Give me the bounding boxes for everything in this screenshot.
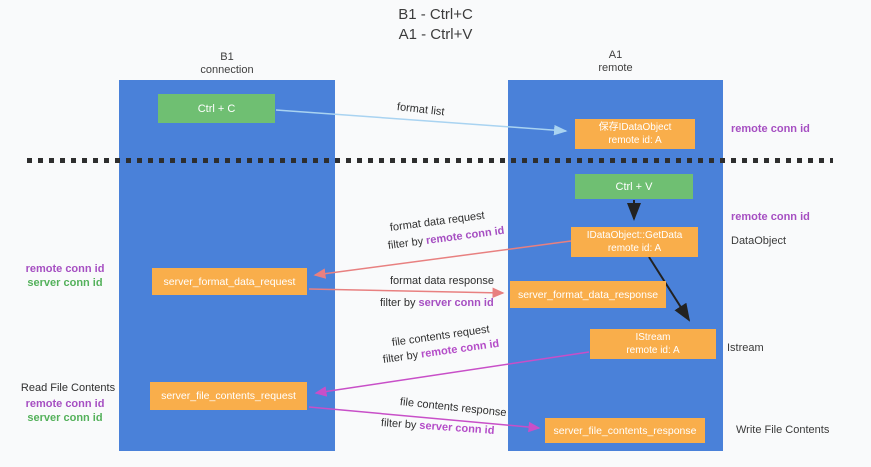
arrow-file-contents-request bbox=[314, 351, 590, 397]
server-file-contents-request-label: server_file_contents_request bbox=[161, 390, 296, 402]
left-file-conn-id-group: remote conn id server conn id bbox=[15, 397, 115, 425]
filter-by-text: filter by bbox=[380, 297, 416, 309]
right-column-role: remote bbox=[598, 62, 633, 74]
ctrl-v-box: Ctrl + V bbox=[575, 174, 693, 199]
left-file-remote-conn-id: remote conn id bbox=[25, 398, 105, 410]
server-format-data-response-box: server_format_data_response bbox=[510, 281, 666, 308]
istream-line1: IStream bbox=[635, 332, 671, 343]
write-file-contents-label: Write File Contents bbox=[736, 424, 830, 436]
istream-box: IStream remote id: A bbox=[590, 329, 716, 359]
ctrl-v-label: Ctrl + V bbox=[615, 180, 653, 193]
ctrl-c-box: Ctrl + C bbox=[158, 94, 275, 123]
save-dataobject-line1: 保存IDataObject bbox=[598, 122, 672, 133]
arrow-getdata-to-istream bbox=[648, 256, 691, 322]
istream-side-label: Istream bbox=[727, 342, 764, 354]
save-dataobject-box: 保存IDataObject remote id: A bbox=[575, 119, 695, 149]
left-format-conn-id-group: remote conn id server conn id bbox=[15, 262, 115, 290]
filter-by-text: filter by bbox=[380, 417, 417, 432]
format-data-response-label: format data response bbox=[390, 275, 494, 287]
arrow-format-list bbox=[275, 109, 568, 136]
phase-separator-dashed-line bbox=[27, 158, 833, 163]
arrow-format-data-request bbox=[313, 240, 572, 279]
left-format-server-conn-id: server conn id bbox=[27, 277, 103, 289]
istream-line2: remote id: A bbox=[626, 345, 680, 356]
server-format-data-request-box: server_format_data_request bbox=[152, 268, 307, 295]
arrow-file-contents-response bbox=[308, 406, 541, 433]
right-remote-conn-id-mid: remote conn id bbox=[731, 211, 810, 223]
read-file-contents-label: Read File Contents bbox=[20, 382, 116, 394]
server-format-data-request-label: server_format_data_request bbox=[163, 275, 296, 288]
arrow-format-data-response bbox=[308, 287, 505, 299]
getdata-box: IDataObject::GetData remote id: A bbox=[571, 227, 698, 257]
getdata-line1: IDataObject::GetData bbox=[586, 230, 683, 241]
diagram-title: B1 - Ctrl+C A1 - Ctrl+V bbox=[0, 5, 871, 45]
save-dataobject-line2: remote id: A bbox=[608, 135, 662, 146]
server-format-data-response-label: server_format_data_response bbox=[517, 288, 659, 301]
left-format-remote-conn-id: remote conn id bbox=[25, 263, 105, 275]
ctrl-c-label: Ctrl + C bbox=[197, 102, 236, 115]
right-remote-conn-id-top: remote conn id bbox=[731, 123, 810, 135]
server-file-contents-response-box: server_file_contents_response bbox=[545, 418, 705, 443]
dataobject-label: DataObject bbox=[731, 235, 787, 247]
title-line-2: A1 - Ctrl+V bbox=[398, 26, 473, 43]
title-line-1: B1 - Ctrl+C bbox=[398, 6, 473, 23]
server-file-contents-response-label: server_file_contents_response bbox=[553, 424, 697, 437]
left-column-header: B1 connection bbox=[119, 51, 335, 77]
getdata-line2: remote id: A bbox=[607, 243, 662, 254]
right-column-header: A1 remote bbox=[508, 49, 723, 75]
left-file-server-conn-id: server conn id bbox=[27, 412, 103, 424]
left-column-role: connection bbox=[200, 64, 254, 76]
server-conn-id-text: server conn id bbox=[418, 297, 494, 309]
right-column-name: A1 bbox=[608, 49, 623, 61]
left-column-name: B1 bbox=[220, 51, 234, 63]
server-file-contents-request-box: server_file_contents_request bbox=[150, 382, 307, 410]
